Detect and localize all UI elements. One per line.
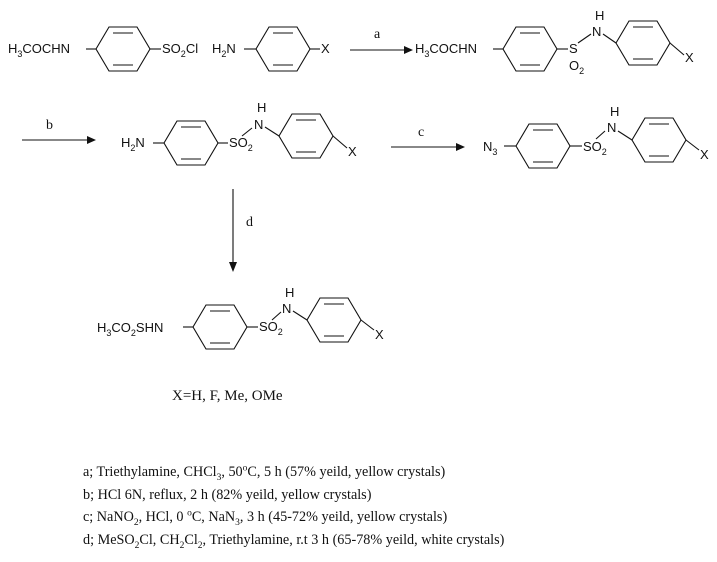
sulfonyl-group: SO2: [583, 139, 607, 157]
benzene-ring: [255, 26, 311, 72]
benzene-ring: [631, 117, 687, 163]
condition-b: b; HCl 6N, reflux, 2 h (82% yeild, yello…: [83, 486, 372, 503]
nh-nitrogen: N: [607, 120, 616, 135]
benzene-ring: [95, 26, 151, 72]
nh-hydrogen: H: [595, 8, 604, 23]
aniline-amine-group: H2N: [212, 41, 236, 59]
nh-nitrogen: N: [592, 24, 601, 39]
reaction-arrow-b: b: [22, 118, 96, 144]
arrow-a-label: a: [374, 27, 381, 42]
aniline-structure: H2N X: [212, 26, 330, 72]
substituent-definition: X=H, F, Me, OMe: [172, 388, 283, 404]
benzene-ring: [278, 113, 334, 159]
nh-nitrogen: N: [254, 117, 263, 132]
step-a-product-structure: H3COCHN S O2 H N X: [415, 8, 694, 76]
condition-d: d; MeSO2Cl, CH2Cl2, Triethylamine, r.t 3…: [83, 531, 505, 551]
x-substituent: X: [700, 147, 709, 162]
benzene-ring: [306, 297, 362, 343]
benzene-ring: [163, 120, 219, 166]
sulfonyl-chloride-left-group: H3COCHN: [8, 41, 70, 59]
sulfonyl-chloride-structure: H3COCHN SO2Cl: [8, 26, 198, 72]
sulfonyl-group: SO2: [229, 135, 253, 153]
benzene-ring: [615, 20, 671, 66]
methanesulfonamide-group: H3CO2SHN: [97, 320, 163, 338]
nh-hydrogen: H: [257, 100, 266, 115]
reaction-arrow-d: d: [229, 189, 253, 272]
benzene-ring: [502, 26, 558, 72]
azide-product-structure: N3 SO2 H N X: [483, 104, 709, 169]
sulfonamide-product-structure: H3CO2SHN SO2 H N X: [97, 285, 384, 350]
reaction-arrow-a: a: [350, 27, 413, 54]
nh-hydrogen: H: [285, 285, 294, 300]
arrow-c-label: c: [418, 125, 424, 140]
nh-hydrogen: H: [610, 104, 619, 119]
amine-intermediate-structure: H2N SO2 H N X: [121, 100, 357, 166]
sulfonyl-chloride-right-group: SO2Cl: [162, 41, 198, 59]
x-substituent: X: [348, 144, 357, 159]
x-substituent: X: [375, 327, 384, 342]
arrow-b-label: b: [46, 118, 53, 133]
arrow-d-label: d: [246, 215, 253, 230]
x-substituent: X: [685, 50, 694, 65]
benzene-ring: [515, 123, 571, 169]
sulfur-atom: S: [569, 41, 578, 56]
amine-group: H2N: [121, 135, 145, 153]
condition-a: a; Triethylamine, CHCl3, 50oC, 5 h (57% …: [83, 463, 446, 483]
aniline-x-substituent: X: [321, 41, 330, 56]
product-a-left-group: H3COCHN: [415, 41, 477, 59]
nh-nitrogen: N: [282, 301, 291, 316]
reaction-conditions-list: a; Triethylamine, CHCl3, 50oC, 5 h (57% …: [83, 461, 504, 551]
benzene-ring: [192, 304, 248, 350]
reaction-arrow-c: c: [391, 125, 465, 151]
condition-c: c; NaNO2, HCl, 0 oC, NaN3, 3 h (45-72% y…: [83, 508, 448, 528]
sulfonyl-group: SO2: [259, 319, 283, 337]
azide-group: N3: [483, 139, 497, 157]
sulfonyl-oxygens: O2: [569, 58, 584, 76]
